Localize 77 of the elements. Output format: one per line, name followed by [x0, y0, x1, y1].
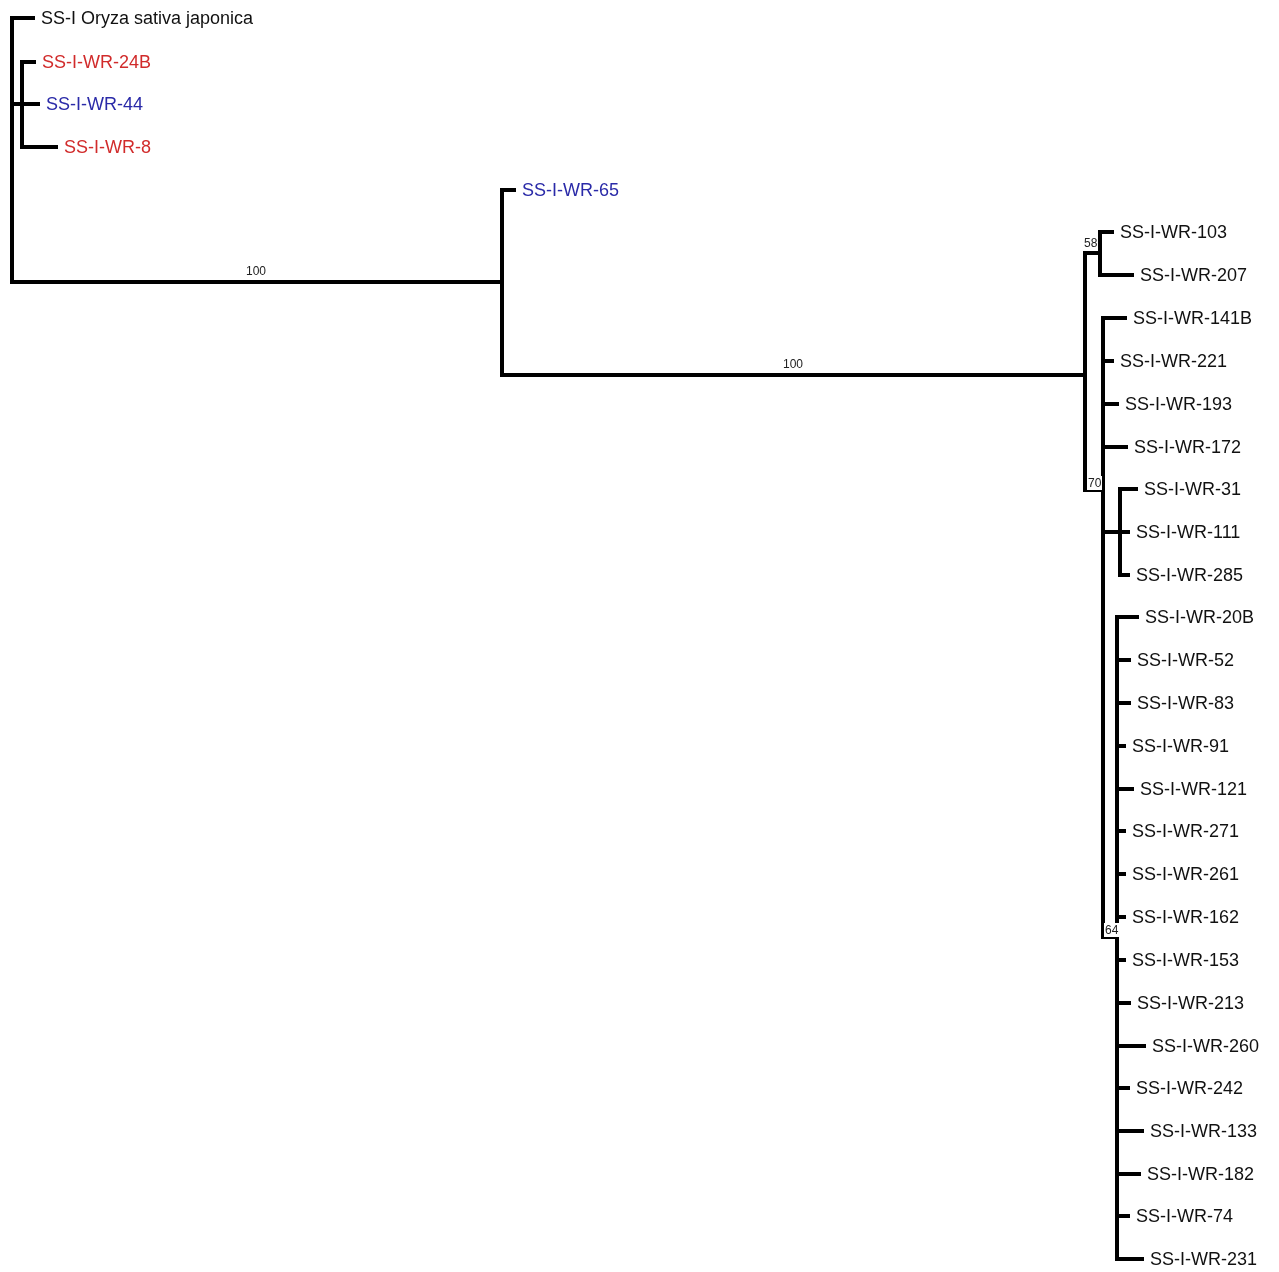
taxon-label: SS-I-WR-172 [1134, 436, 1241, 458]
taxon-label: SS-I Oryza sativa japonica [41, 7, 254, 29]
tree-branch [1119, 615, 1139, 619]
tree-branch [1105, 316, 1127, 320]
tree-branch [1119, 1257, 1144, 1261]
tree-branch [1119, 1044, 1146, 1048]
taxon-label: SS-I-WR-213 [1137, 992, 1244, 1014]
tree-branch [1122, 573, 1130, 577]
tree-branch [1119, 1001, 1131, 1005]
taxon-label: SS-I-WR-182 [1147, 1163, 1254, 1185]
taxon-label: SS-I-WR-242 [1136, 1077, 1243, 1099]
clade-bar [1083, 251, 1087, 492]
clade-bar [500, 188, 504, 377]
taxon-label: SS-I-WR-83 [1137, 692, 1234, 714]
tree-branch [1119, 658, 1131, 662]
tree-branch [14, 16, 35, 20]
taxon-label: SS-I-WR-20B [1145, 606, 1254, 628]
tree-branch [14, 102, 20, 106]
tree-branch [1119, 915, 1126, 919]
taxon-label: SS-I-WR-44 [46, 93, 143, 115]
tree-branch [1119, 829, 1126, 833]
taxon-label: SS-I-WR-285 [1136, 564, 1243, 586]
clade-bar [1118, 487, 1122, 577]
taxon-label: SS-I-WR-65 [522, 179, 619, 201]
tree-branch [1119, 958, 1126, 962]
taxon-label: SS-I-WR-207 [1140, 264, 1247, 286]
taxon-label: SS-I-WR-91 [1132, 735, 1229, 757]
bootstrap-value: 100 [782, 357, 805, 371]
taxon-label: SS-I-WR-52 [1137, 649, 1234, 671]
clade-bar [20, 60, 24, 149]
taxon-label: SS-I-WR-103 [1120, 221, 1227, 243]
tree-branch [1119, 744, 1126, 748]
tree-branch [504, 373, 1083, 377]
tree-branch [1105, 530, 1118, 534]
bootstrap-value: 100 [245, 264, 268, 278]
tree-branch [24, 145, 58, 149]
taxon-label: SS-I-WR-260 [1152, 1035, 1259, 1057]
tree-branch [1119, 787, 1134, 791]
tree-branch [1122, 530, 1130, 534]
bootstrap-value: 70 [1087, 476, 1103, 490]
taxon-label: SS-I-WR-111 [1136, 521, 1241, 543]
tree-branch [504, 188, 516, 192]
tree-branch [1105, 445, 1128, 449]
tree-branch [1122, 487, 1138, 491]
tree-branch [1105, 359, 1114, 363]
tree-branch [24, 60, 36, 64]
bootstrap-value: 58 [1083, 236, 1099, 250]
taxon-label: SS-I-WR-271 [1132, 820, 1239, 842]
taxon-label: SS-I-WR-121 [1140, 778, 1247, 800]
taxon-label: SS-I-WR-153 [1132, 949, 1239, 971]
taxon-label: SS-I-WR-31 [1144, 478, 1241, 500]
taxon-label: SS-I-WR-162 [1132, 906, 1239, 928]
taxon-label: SS-I-WR-74 [1136, 1205, 1233, 1227]
taxon-label: SS-I-WR-8 [64, 136, 151, 158]
tree-branch [1119, 1214, 1130, 1218]
clade-bar [1098, 230, 1102, 277]
taxon-label: SS-I-WR-24B [42, 51, 151, 73]
tree-branch [1102, 230, 1114, 234]
tree-branch [24, 102, 40, 106]
bootstrap-value: 64 [1104, 923, 1120, 937]
taxon-label: SS-I-WR-221 [1120, 350, 1227, 372]
tree-branch [1119, 1129, 1144, 1133]
tree-branch [1087, 251, 1098, 255]
taxon-label: SS-I-WR-231 [1150, 1248, 1257, 1270]
tree-branch [14, 280, 500, 284]
taxon-label: SS-I-WR-261 [1132, 863, 1239, 885]
tree-branch [1105, 402, 1119, 406]
tree-branch [1119, 1086, 1130, 1090]
clade-bar [10, 16, 14, 284]
taxon-label: SS-I-WR-193 [1125, 393, 1232, 415]
taxon-label: SS-I-WR-141B [1133, 307, 1253, 329]
taxon-label: SS-I-WR-133 [1150, 1120, 1257, 1142]
tree-branch [1119, 1172, 1141, 1176]
tree-branch [1102, 273, 1134, 277]
tree-branch [1119, 701, 1131, 705]
clade-bar [1101, 316, 1105, 939]
tree-branch [1119, 872, 1126, 876]
